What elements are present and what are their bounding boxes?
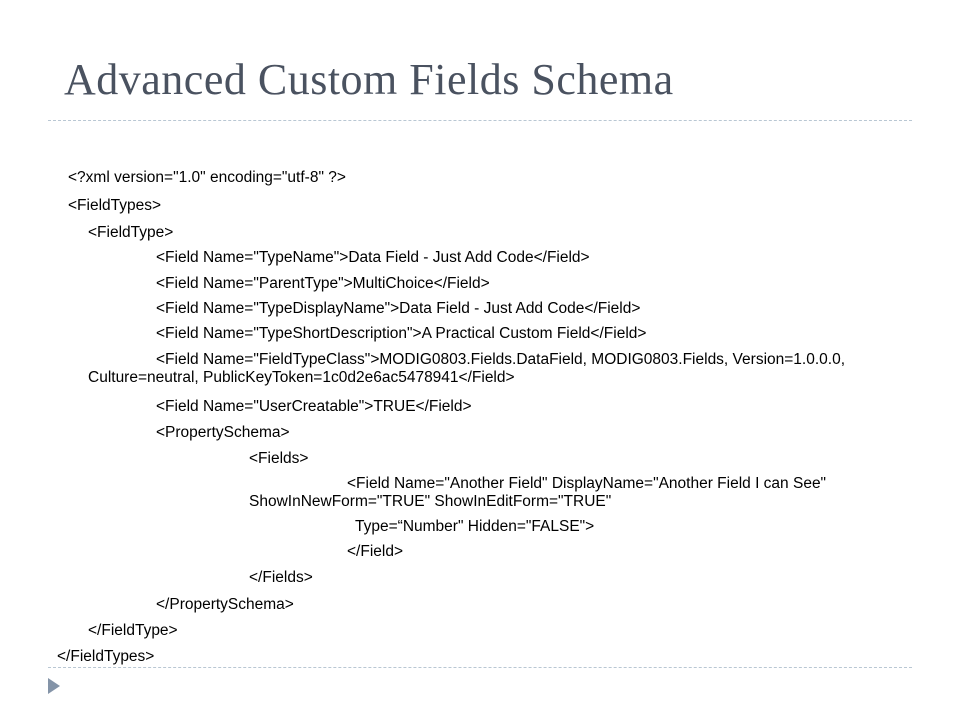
code-line: <FieldType> [88,224,174,241]
footer-divider [48,667,912,668]
code-line: ShowInNewForm="TRUE" ShowInEditForm="TRU… [249,493,612,510]
code-line: <Field Name="Another Field" DisplayName=… [347,475,827,492]
code-line: </FieldType> [88,622,178,639]
code-line: <Field Name="TypeShortDescription">A Pra… [156,325,647,342]
code-line: </FieldTypes> [57,648,155,665]
code-line: <FieldTypes> [68,197,162,214]
code-line: <Field Name="TypeDisplayName">Data Field… [156,300,641,317]
title-divider [48,120,912,121]
code-line: <Field Name="FieldTypeClass">MODIG0803.F… [156,351,846,368]
code-line: <Field Name="UserCreatable">TRUE</Field> [156,398,472,415]
slide-title: Advanced Custom Fields Schema [64,55,674,104]
code-line: </Fields> [249,569,313,586]
code-line: <Fields> [249,450,309,467]
code-line: Type=“Number" Hidden="FALSE"> [355,518,595,535]
code-line: Culture=neutral, PublicKeyToken=1c0d2e6a… [88,369,515,386]
code-line: <Field Name="TypeName">Data Field - Just… [156,249,590,266]
code-line: </PropertySchema> [156,596,294,613]
code-line: </Field> [347,543,404,560]
code-line: <?xml version="1.0" encoding="utf-8" ?> [68,169,346,186]
bullet-triangle-icon [48,678,60,694]
code-line: <Field Name="ParentType">MultiChoice</Fi… [156,275,490,292]
code-line: <PropertySchema> [156,424,290,441]
